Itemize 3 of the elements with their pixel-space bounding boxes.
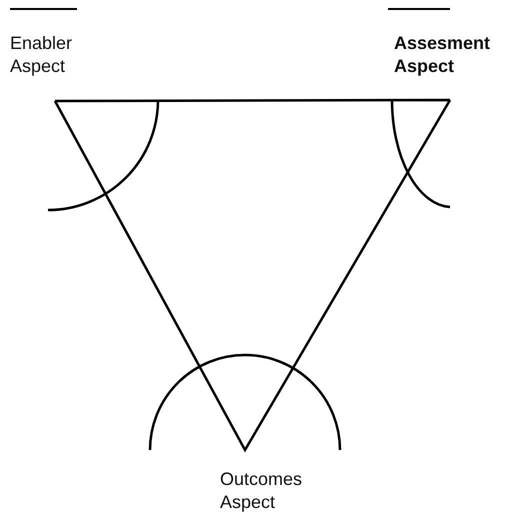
aspect-label: Assesment Aspect: [394, 32, 492, 78]
aspect-label: Enabler Aspect: [10, 32, 74, 78]
aspect-label: Outcomes Aspect: [220, 468, 304, 514]
